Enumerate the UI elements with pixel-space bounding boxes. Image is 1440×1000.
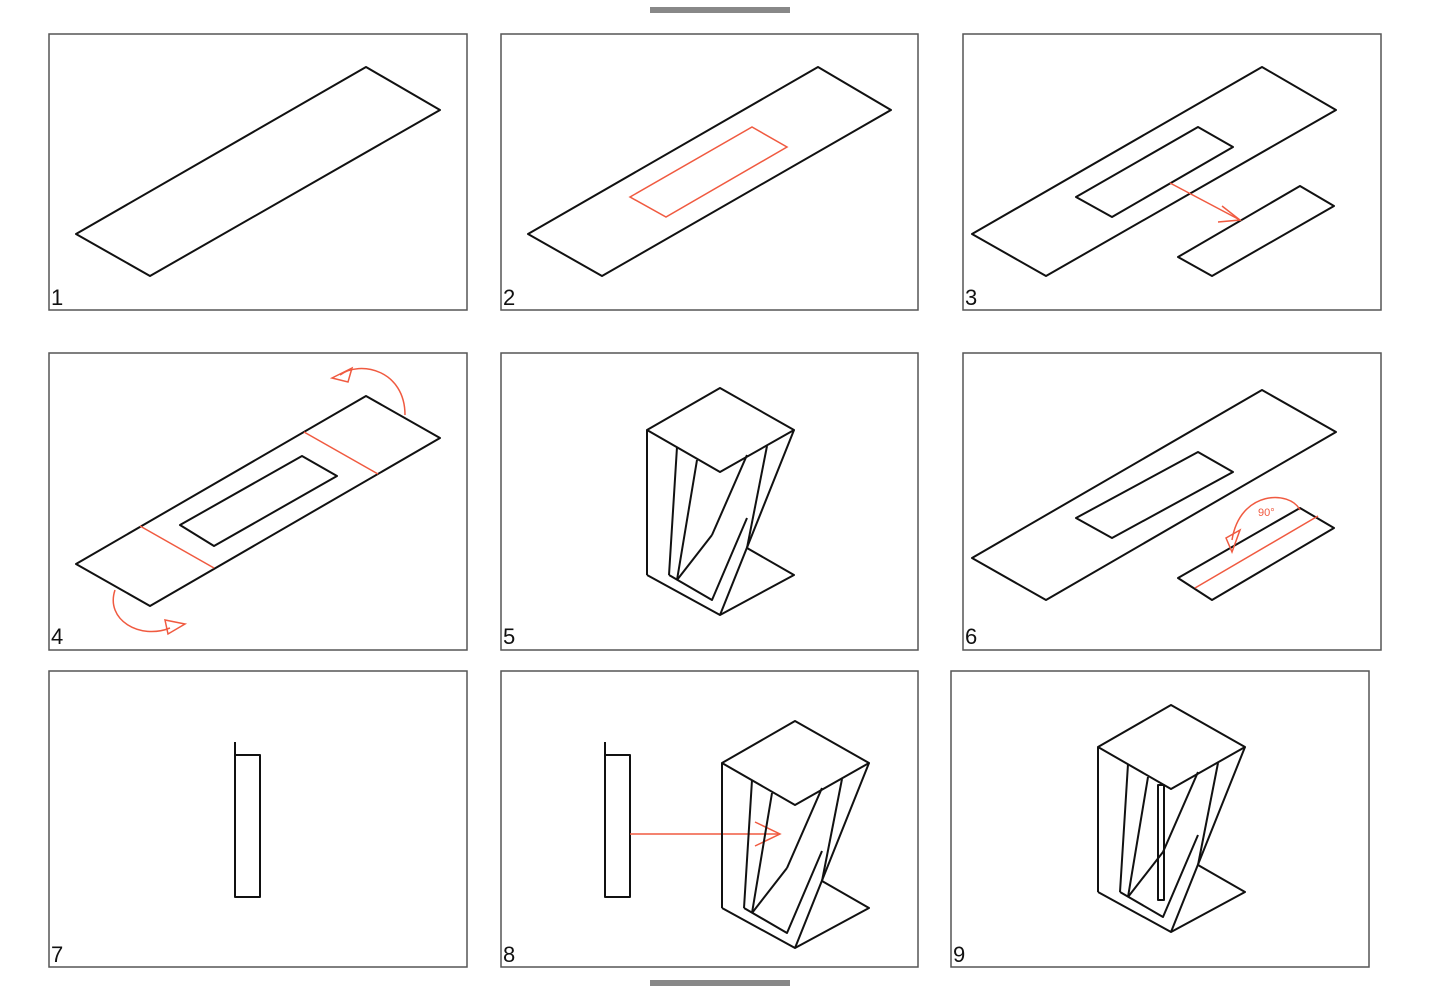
- panel-label: 9: [953, 942, 965, 967]
- panel-label: 8: [503, 942, 515, 967]
- arrow-icon: [1169, 182, 1242, 223]
- panel-label: 5: [503, 624, 515, 649]
- panel-3: 3: [962, 33, 1382, 311]
- panel-4: 4: [48, 352, 468, 651]
- arrow-icon: [630, 821, 782, 847]
- panel-label: 2: [503, 285, 515, 310]
- cut-outline: [628, 126, 789, 218]
- panel-5: 5: [500, 352, 919, 651]
- panel-6: 90° 6: [962, 352, 1382, 651]
- panel-2: 2: [500, 33, 919, 311]
- footer-text: [650, 980, 790, 986]
- panel-9: 9: [950, 670, 1370, 968]
- rotate-arrow-icon: [112, 589, 171, 633]
- panel-7: 7: [48, 670, 468, 968]
- panel-label: 4: [51, 624, 63, 649]
- angle-label: 90°: [1258, 507, 1275, 519]
- panel-label: 3: [965, 285, 977, 310]
- panel-1: 1: [48, 33, 468, 311]
- header-text: [650, 7, 790, 13]
- panel-8: 8: [500, 670, 919, 968]
- panel-label: 7: [51, 942, 63, 967]
- panel-label: 1: [51, 285, 63, 310]
- panel-label: 6: [965, 624, 977, 649]
- rotate-arrow-icon: [1231, 496, 1301, 541]
